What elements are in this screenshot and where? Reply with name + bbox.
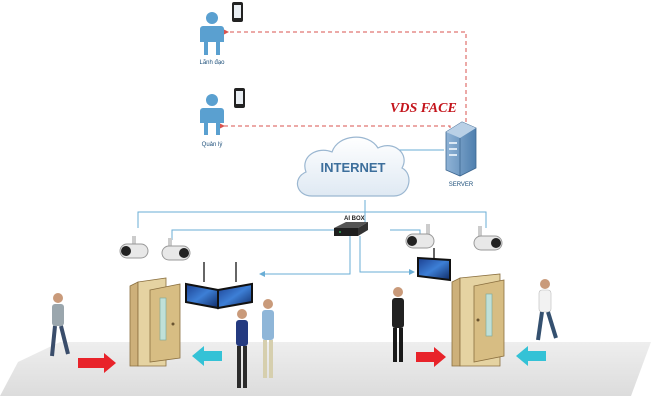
arrow-icon bbox=[416, 347, 446, 367]
internet-label: INTERNET bbox=[321, 160, 386, 175]
door-icon bbox=[451, 273, 505, 367]
standing-person bbox=[392, 287, 404, 362]
arrow-icon bbox=[192, 346, 222, 366]
camera-icon bbox=[119, 236, 149, 259]
server-label: SERVER bbox=[449, 182, 474, 188]
cloud-icon: INTERNET bbox=[296, 136, 410, 197]
door-icon bbox=[129, 277, 181, 367]
aibox-label: AI BOX bbox=[344, 216, 365, 222]
notify-lines bbox=[219, 29, 467, 135]
arrow-icon bbox=[516, 346, 546, 366]
phone-icon bbox=[232, 2, 243, 22]
walking-person bbox=[536, 279, 558, 341]
leader-label: Lãnh đạo bbox=[199, 60, 225, 66]
standing-person bbox=[236, 309, 248, 388]
arrow-icon bbox=[78, 353, 116, 373]
manager-group: Quản lý bbox=[200, 88, 245, 148]
camera-icon bbox=[405, 224, 435, 249]
standing-person bbox=[262, 299, 274, 378]
camera-icon bbox=[161, 238, 191, 261]
phone-icon bbox=[234, 88, 245, 108]
floor bbox=[0, 342, 651, 396]
monitor-icon bbox=[417, 248, 451, 282]
person-icon bbox=[200, 94, 224, 135]
aibox-icon: AI BOX bbox=[334, 216, 368, 236]
camera-icon bbox=[473, 226, 503, 251]
server-icon: SERVER bbox=[445, 121, 477, 188]
manager-label: Quản lý bbox=[202, 142, 223, 148]
monitor-icon bbox=[185, 262, 253, 310]
person-icon bbox=[200, 12, 224, 55]
network-lines bbox=[137, 149, 487, 277]
leader-group: Lãnh đạo bbox=[199, 2, 243, 66]
brand-title: VDS FACE bbox=[390, 101, 457, 116]
walking-person bbox=[50, 293, 70, 357]
